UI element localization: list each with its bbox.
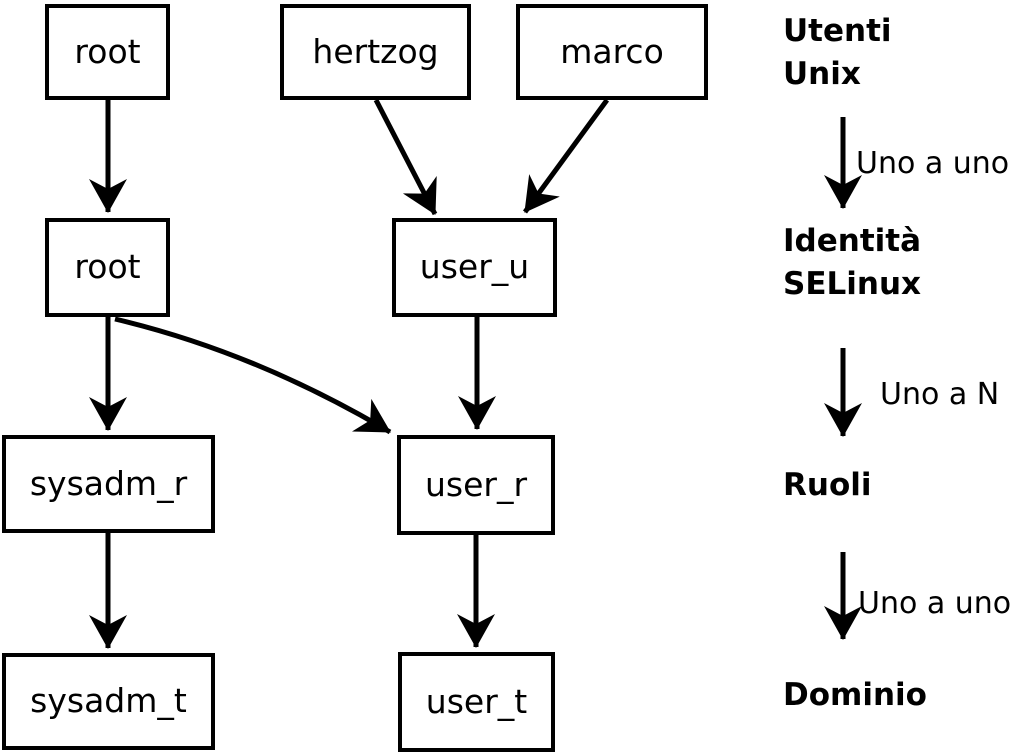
edge-marco-to-useru-arrow <box>522 98 610 214</box>
legend-label-uno-a-uno-1: Uno a uno <box>856 146 1010 181</box>
node-user-u-label: user_u <box>419 247 530 287</box>
node-unix-hertzog: hertzog <box>280 4 471 100</box>
node-unix-root-label: root <box>74 31 141 71</box>
legend-identita-line: Identità <box>783 223 922 259</box>
legend-level-utenti-unix: Utenti Unix <box>783 10 892 96</box>
node-unix-root: root <box>45 4 170 100</box>
legend-label-uno-a-uno-2: Uno a uno <box>858 586 1012 621</box>
legend-level-ruoli: Ruoli <box>783 464 872 507</box>
legend-utenti-line: Utenti <box>783 13 892 49</box>
node-user-u: user_u <box>392 218 557 317</box>
legend-ruoli-line: Ruoli <box>783 467 872 503</box>
node-user-t: user_t <box>398 652 555 752</box>
legend-dominio-line: Dominio <box>783 677 927 713</box>
node-user-t-label: user_t <box>425 681 528 721</box>
legend-unix-line: Unix <box>783 56 861 92</box>
node-unix-marco: marco <box>516 4 708 100</box>
node-sysadm-r: sysadm_r <box>2 435 215 533</box>
node-unix-hertzog-label: hertzog <box>312 31 439 71</box>
legend-level-dominio: Dominio <box>783 674 927 717</box>
edge-rootselinux-to-userr-arrow <box>114 316 392 435</box>
node-selinux-root: root <box>45 218 170 317</box>
node-user-r: user_r <box>397 435 555 535</box>
node-selinux-root-label: root <box>74 247 141 287</box>
legend-selinux-line: SELinux <box>783 266 922 302</box>
edge-hertzog-to-useru-arrow <box>373 98 438 216</box>
node-sysadm-t: sysadm_t <box>2 653 215 750</box>
legend-level-identita-selinux: Identità SELinux <box>783 220 921 306</box>
node-sysadm-t-label: sysadm_t <box>30 681 187 721</box>
node-sysadm-r-label: sysadm_r <box>29 463 188 503</box>
legend-label-uno-a-n: Uno a N <box>880 377 1000 412</box>
node-user-r-label: user_r <box>424 464 528 504</box>
node-unix-marco-label: marco <box>560 31 664 71</box>
